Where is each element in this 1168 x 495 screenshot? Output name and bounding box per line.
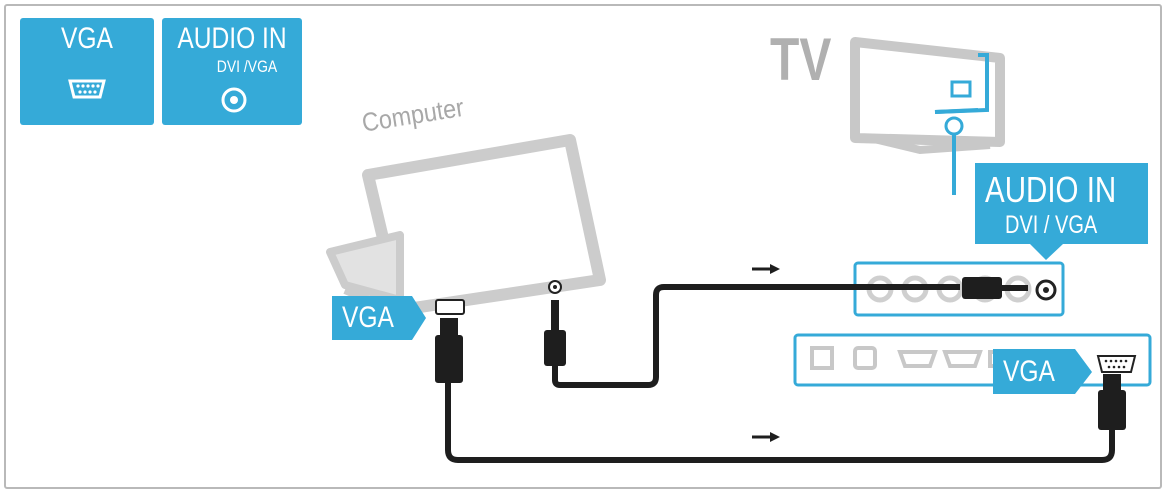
audio-in-legend-tile: AUDIO IN DVI /VGA bbox=[162, 18, 302, 125]
direction-arrow-icon bbox=[752, 432, 780, 442]
vga-cable bbox=[435, 318, 1126, 463]
computer-vga-callout bbox=[332, 296, 426, 340]
direction-arrow-icon bbox=[752, 264, 780, 274]
computer-laptop-icon bbox=[326, 134, 606, 321]
vga-tile-title: VGA bbox=[61, 22, 113, 55]
tv-monitor-icon bbox=[850, 37, 1005, 195]
audio-jack-icon bbox=[221, 87, 247, 113]
tv-audio-callout-title: AUDIO IN bbox=[985, 169, 1117, 210]
tv-label: TV bbox=[770, 26, 832, 93]
vga-port-icon bbox=[68, 79, 106, 99]
tv-vga-port-panel bbox=[793, 333, 1152, 387]
audio-cable bbox=[544, 277, 1028, 388]
tv-audio-callout bbox=[975, 163, 1148, 260]
vga-legend-tile: VGA bbox=[20, 18, 154, 125]
tv-vga-callout-text: VGA bbox=[1003, 355, 1055, 388]
computer-vga-callout-text: VGA bbox=[342, 301, 394, 334]
tv-audio-callout-subtitle: DVI / VGA bbox=[1005, 211, 1098, 239]
audio-tile-subtitle: DVI /VGA bbox=[216, 57, 278, 76]
tv-vga-callout bbox=[993, 349, 1092, 394]
audio-tile-title: AUDIO IN bbox=[177, 22, 287, 55]
